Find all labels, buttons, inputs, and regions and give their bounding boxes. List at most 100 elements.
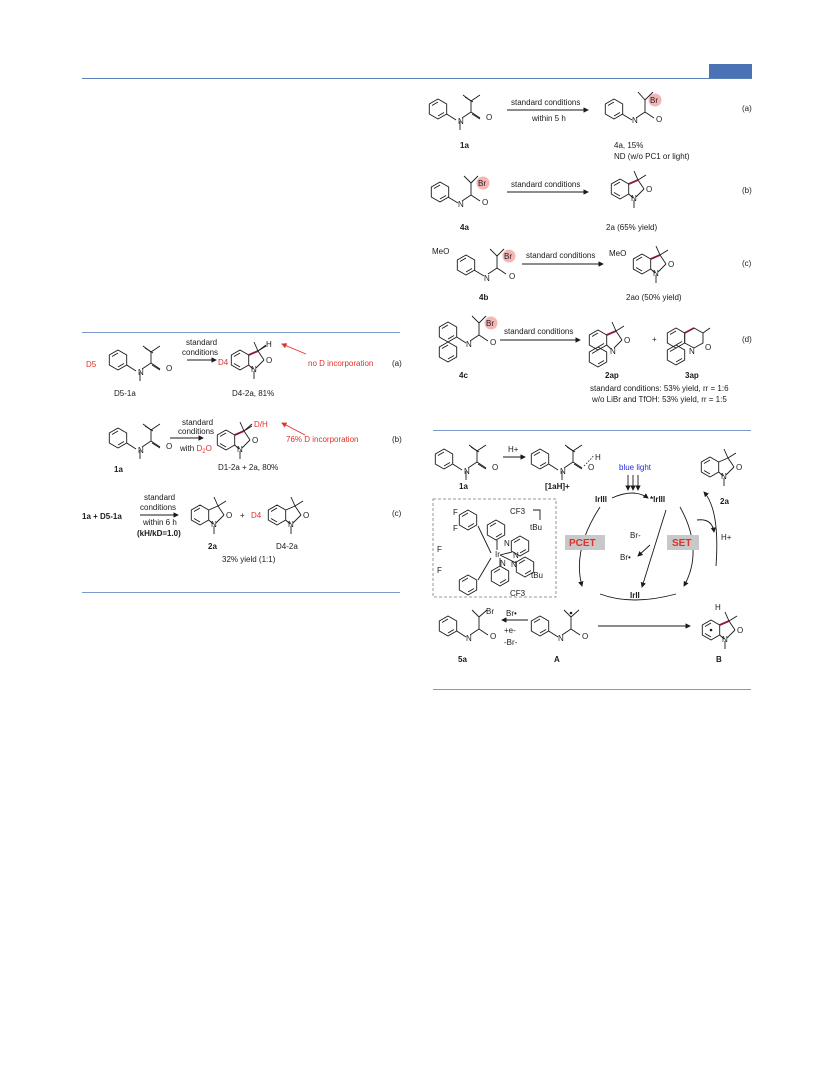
r-c-br: Br bbox=[504, 252, 512, 261]
r-d-tag: (d) bbox=[742, 335, 752, 344]
mech-int-b: B bbox=[716, 655, 722, 664]
n-atom: N bbox=[458, 117, 464, 126]
r-b-reactant: 4a bbox=[460, 223, 469, 232]
n-atom-4: N bbox=[631, 194, 637, 203]
pcet-tag bbox=[565, 535, 605, 550]
mech-arrow-brm: -Br- bbox=[504, 638, 518, 647]
l-b-product: D1-2a + 2a, 80% bbox=[218, 463, 278, 472]
o-atom: O bbox=[486, 113, 492, 122]
n-atom-23: N bbox=[466, 634, 472, 643]
mech-tbu-top: tBu bbox=[530, 523, 542, 532]
mech-br-rad: Br• bbox=[620, 553, 631, 562]
n-atom-5: N bbox=[484, 274, 490, 283]
n-atom-15: N bbox=[288, 520, 294, 529]
l-a-reactant: D5-1a bbox=[114, 389, 136, 398]
l-c-kie: (kH/kD=1.0) bbox=[137, 529, 181, 538]
mech-cf3-bot: CF3 bbox=[510, 589, 526, 598]
o-atom-5: O bbox=[509, 272, 515, 281]
mech-tbu-bot: tBu bbox=[531, 571, 543, 580]
l-c-cond1: standard bbox=[144, 493, 175, 502]
r-c-tag: (c) bbox=[742, 259, 752, 268]
r-c-meo-2: MeO bbox=[609, 249, 626, 258]
mech-int-a: A bbox=[554, 655, 560, 664]
o-atom-16: O bbox=[492, 463, 498, 472]
l-a-product: D4-2a, 81% bbox=[232, 389, 274, 398]
l-b-tag: (b) bbox=[392, 435, 402, 444]
l-a-d-label: D5 bbox=[86, 360, 97, 369]
r-d-reactant: 4c bbox=[459, 371, 468, 380]
r-a-note: ND (w/o PC1 or light) bbox=[614, 152, 690, 161]
l-b-cond2: conditions bbox=[178, 427, 214, 436]
l-b-cond3: with D2O bbox=[179, 444, 212, 455]
mech-cf3-top: CF3 bbox=[510, 507, 526, 516]
f-atom-4: F bbox=[437, 566, 442, 575]
o-atom-12: O bbox=[166, 442, 172, 451]
l-a-cond2: conditions bbox=[182, 348, 218, 357]
n-atom-9: N bbox=[689, 347, 695, 356]
r-d-plus: + bbox=[652, 335, 657, 344]
mech-5a: 5a bbox=[458, 655, 467, 664]
n-atom-2: N bbox=[632, 116, 638, 125]
r-b-product: 2a (65% yield) bbox=[606, 223, 657, 232]
r-c-meo: MeO bbox=[432, 247, 449, 256]
r-c-product: 2ao (50% yield) bbox=[626, 293, 682, 302]
r-d-cond1: standard conditions bbox=[504, 327, 573, 336]
mech-sub: 1a bbox=[459, 482, 468, 491]
mech-arrow-e: +e- bbox=[504, 626, 516, 635]
h-atom: H bbox=[595, 453, 601, 462]
n-atom-25: N bbox=[722, 635, 728, 644]
l-b-dh: D/H bbox=[254, 420, 268, 429]
o-atom-9: O bbox=[705, 343, 711, 352]
l-a-d4: D4 bbox=[218, 358, 229, 367]
l-c-p1: 2a bbox=[208, 542, 217, 551]
n-atom-13: N bbox=[237, 445, 243, 454]
n-atom-21: N bbox=[513, 551, 519, 560]
l-c-cond3: within 6 h bbox=[142, 518, 177, 527]
r-d-p1: 2ap bbox=[605, 371, 619, 380]
n-atom-11: N bbox=[251, 365, 257, 374]
l-b-note: 76% D incorporation bbox=[286, 435, 358, 444]
l-c-yield: 32% yield (1:1) bbox=[222, 555, 276, 564]
o-atom-25: O bbox=[737, 626, 743, 635]
mech-ir: Ir bbox=[495, 550, 500, 559]
mech-blue-light: blue light bbox=[619, 463, 652, 472]
l-a-tag: (a) bbox=[392, 359, 402, 368]
h-atom-2: H bbox=[715, 603, 721, 612]
mech-2a: 2a bbox=[720, 497, 729, 506]
o-atom-2: O bbox=[656, 115, 662, 124]
n-atom-20: N bbox=[511, 560, 517, 569]
l-a-note: no D incorporation bbox=[308, 359, 373, 368]
o-atom-17: O bbox=[588, 463, 594, 472]
o-atom-24: O bbox=[582, 632, 588, 641]
r-a-br: Br bbox=[650, 96, 658, 105]
r-d-line2: w/o LiBr and TfOH: 53% yield, rr = 1:5 bbox=[591, 395, 727, 404]
l-a-cond1: standard bbox=[186, 338, 217, 347]
r-d-line1: standard conditions: 53% yield, rr = 1:6 bbox=[590, 384, 729, 393]
br-atom: Br bbox=[486, 607, 494, 616]
set-tag bbox=[667, 535, 699, 550]
catalyst-box bbox=[432, 498, 557, 598]
mech-hplus2: H+ bbox=[721, 533, 732, 542]
mech-pcet: PCET bbox=[569, 538, 596, 549]
o-atom-7: O bbox=[490, 338, 496, 347]
o-atom-8: O bbox=[624, 336, 630, 345]
r-a-tag: (a) bbox=[742, 104, 752, 113]
n-atom-8: N bbox=[610, 347, 616, 356]
o-atom-23: O bbox=[490, 632, 496, 641]
left-scheme-top-rule bbox=[82, 332, 400, 333]
mech-ir3: IrIII bbox=[595, 495, 607, 504]
f-atom-2: F bbox=[453, 524, 458, 533]
l-c-tag: (c) bbox=[392, 509, 402, 518]
l-a-h: H bbox=[266, 340, 272, 349]
n-atom-6: N bbox=[653, 269, 659, 278]
f-atom-3: F bbox=[437, 545, 442, 554]
n-atom-7: N bbox=[466, 340, 472, 349]
mech-hplus: H+ bbox=[508, 445, 519, 454]
o-atom-13: O bbox=[252, 436, 258, 445]
r-a-product: 4a, 15% bbox=[614, 141, 643, 150]
o-atom-11: O bbox=[266, 356, 272, 365]
header-accent-block bbox=[709, 64, 752, 78]
l-c-plus: + bbox=[240, 511, 245, 520]
n-atom-18: N bbox=[721, 472, 727, 481]
